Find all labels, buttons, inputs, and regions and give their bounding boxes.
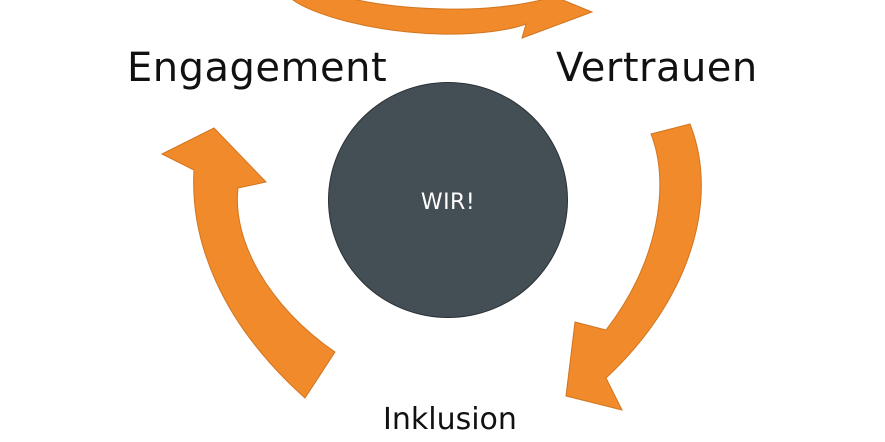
center-label: WIR! <box>420 189 476 215</box>
center-circle: WIR! <box>328 82 568 318</box>
arrow-vertrauen-to-inklusion <box>565 123 702 411</box>
node-inklusion: Inklusion <box>383 402 517 437</box>
arrow-engagement-to-vertrauen <box>292 0 594 39</box>
arrow-inklusion-to-engagement <box>160 127 336 399</box>
node-engagement: Engagement <box>127 45 388 91</box>
node-vertrauen: Vertrauen <box>556 45 758 91</box>
